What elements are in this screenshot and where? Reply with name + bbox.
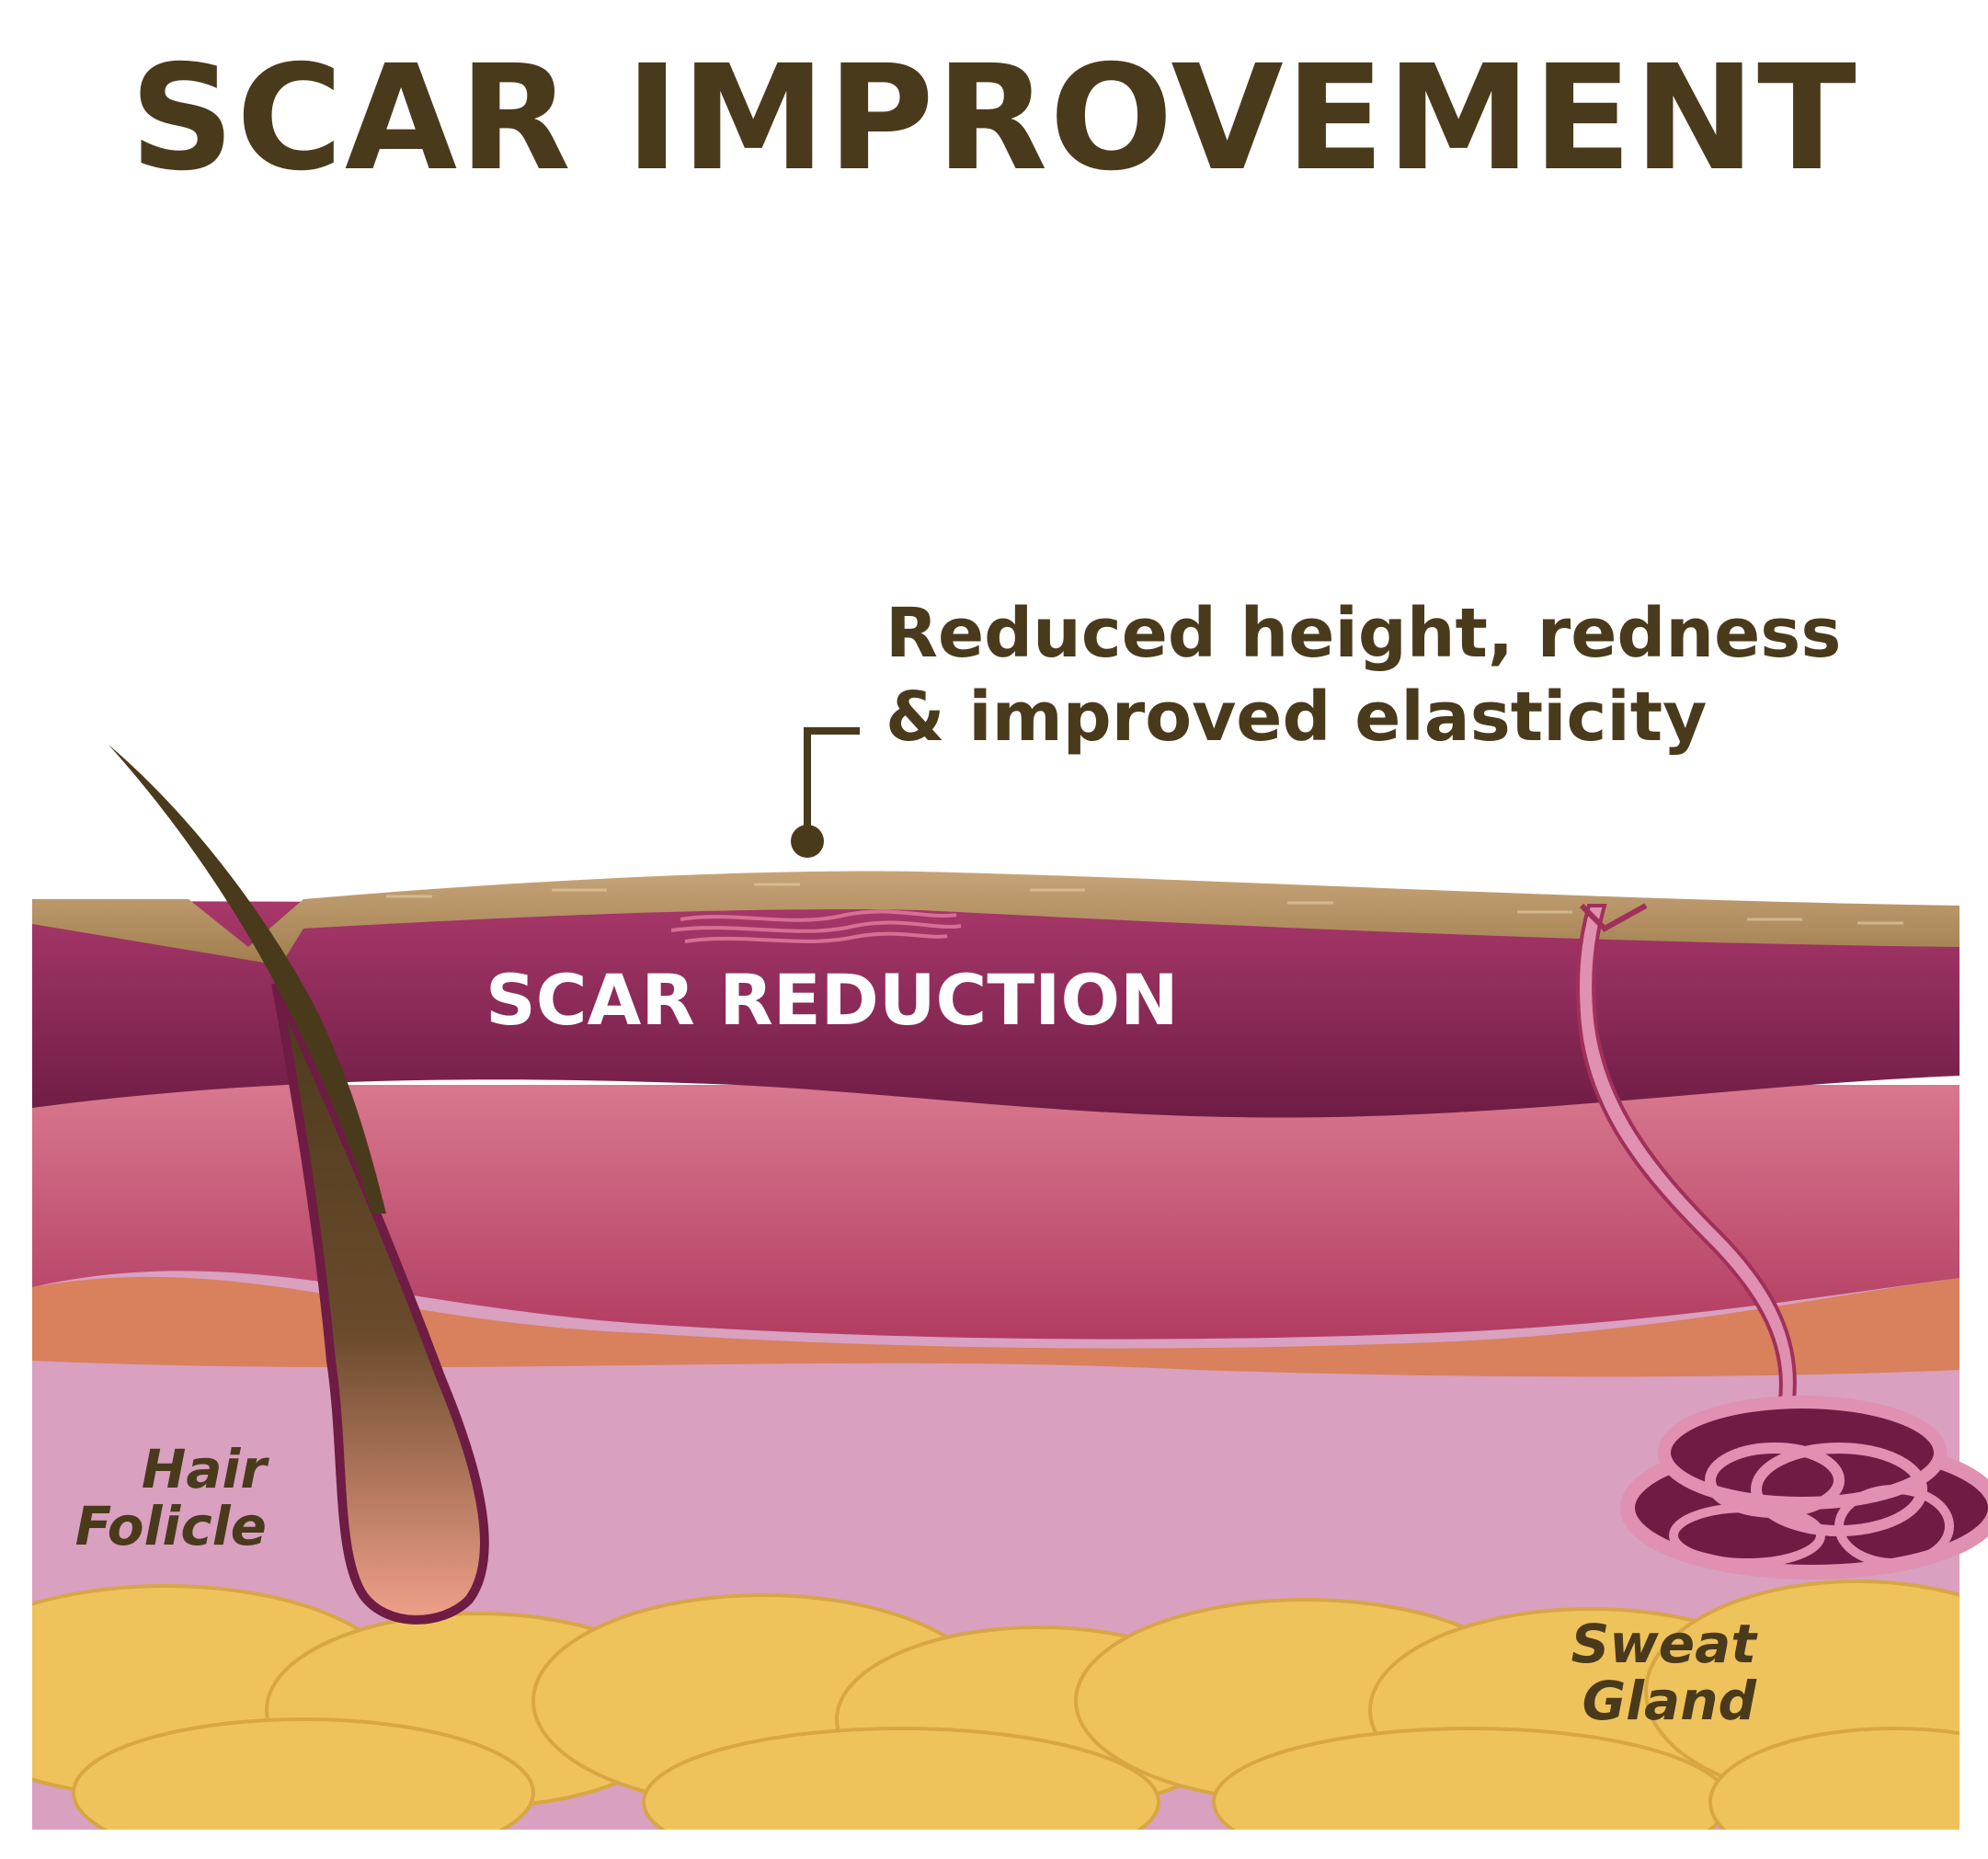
epidermis-texture <box>386 883 1903 925</box>
scar-reduction-layer <box>32 901 1959 1118</box>
hair-follicle-label-line-1: Hair <box>142 1438 270 1500</box>
scar-reduction-label: SCAR REDUCTION <box>486 959 1179 1041</box>
diagram-title: SCAR IMPROVEMENT <box>130 34 1858 203</box>
dermis-layer <box>32 1085 1959 1340</box>
sweat-gland-coil <box>1620 1396 1988 1580</box>
callout-pointer-dot <box>791 825 824 858</box>
callout-line-2: & improved elasticity <box>885 678 1707 757</box>
fat-cells <box>32 1580 1959 1830</box>
sweat-gland-label-line-1: Sweat <box>1571 1613 1758 1675</box>
hair-follicle-label-line-2: Folicle <box>75 1495 267 1557</box>
hair-shaft <box>109 745 386 1214</box>
epidermis-layer <box>32 871 1959 965</box>
scar-marks <box>670 909 962 943</box>
skin-cross-section <box>32 871 1959 1830</box>
sweat-gland-pore <box>1579 903 1648 932</box>
sweat-gland-label-line-2: Gland <box>1582 1670 1757 1732</box>
callout-line-1: Reduced height, redness <box>885 594 1841 673</box>
orange-band-layer <box>32 1276 1959 1377</box>
callout-pointer-line <box>804 727 860 841</box>
hair-follicle-bulb <box>271 981 489 1625</box>
